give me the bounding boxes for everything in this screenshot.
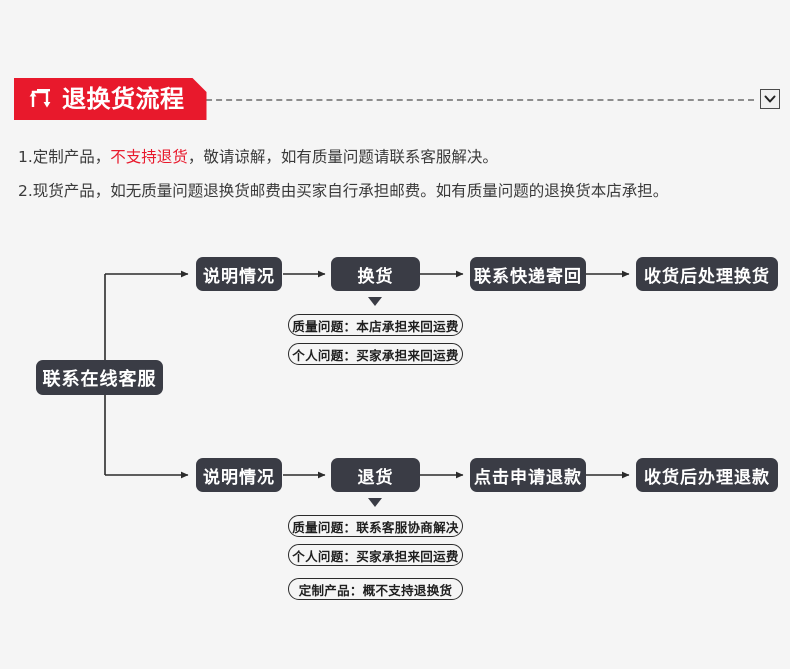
exchange-note-1: 质量问题：本店承担来回运费: [288, 314, 463, 336]
policy-text-block: 1.定制产品，不支持退货，敬请谅解，如有质量问题请联系客服解决。 2.现货产品，…: [18, 140, 778, 208]
header-dropdown-button[interactable]: [760, 89, 780, 109]
header-title: 退换货流程: [62, 85, 185, 113]
policy-line-2: 2.现货产品，如无质量问题退换货邮费由买家自行承担邮费。如有质量问题的退换货本店…: [18, 182, 669, 200]
chevron-down-icon: [764, 95, 776, 103]
flow-node-return-step-1[interactable]: 说明情况: [196, 458, 282, 492]
return-down-arrow-icon: [368, 498, 382, 507]
flow-node-start[interactable]: 联系在线客服: [36, 360, 163, 395]
flow-node-return-step-2[interactable]: 退货: [331, 458, 420, 492]
return-note-3: 定制产品：概不支持退换货: [288, 578, 463, 600]
policy-line-1-prefix: 1.定制产品，: [18, 148, 111, 166]
section-header: 退换货流程: [0, 78, 790, 122]
flow-node-exchange-step-4[interactable]: 收货后处理换货: [636, 257, 778, 291]
return-note-2: 个人问题：买家承担来回运费: [288, 544, 463, 566]
flow-node-exchange-step-3[interactable]: 联系快递寄回: [470, 257, 586, 291]
policy-line-1-highlight: 不支持退货: [110, 148, 188, 166]
header-banner: 退换货流程: [14, 78, 207, 120]
policy-line-1-suffix: ，敬请谅解，如有质量问题请联系客服解决。: [187, 148, 498, 166]
header-dashed-divider: [196, 99, 754, 101]
flow-node-exchange-step-2[interactable]: 换货: [331, 257, 420, 291]
policy-line-1: 1.定制产品，不支持退货，敬请谅解，如有质量问题请联系客服解决。: [18, 140, 778, 174]
return-note-1: 质量问题：联系客服协商解决: [288, 515, 463, 537]
flow-node-return-step-4[interactable]: 收货后办理退款: [636, 458, 778, 492]
exchange-down-arrow-icon: [368, 297, 382, 306]
exchange-note-2: 个人问题：买家承担来回运费: [288, 343, 463, 365]
flow-node-return-step-3[interactable]: 点击申请退款: [470, 458, 586, 492]
flow-node-exchange-step-1[interactable]: 说明情况: [196, 257, 282, 291]
return-exchange-icon: [28, 87, 56, 111]
